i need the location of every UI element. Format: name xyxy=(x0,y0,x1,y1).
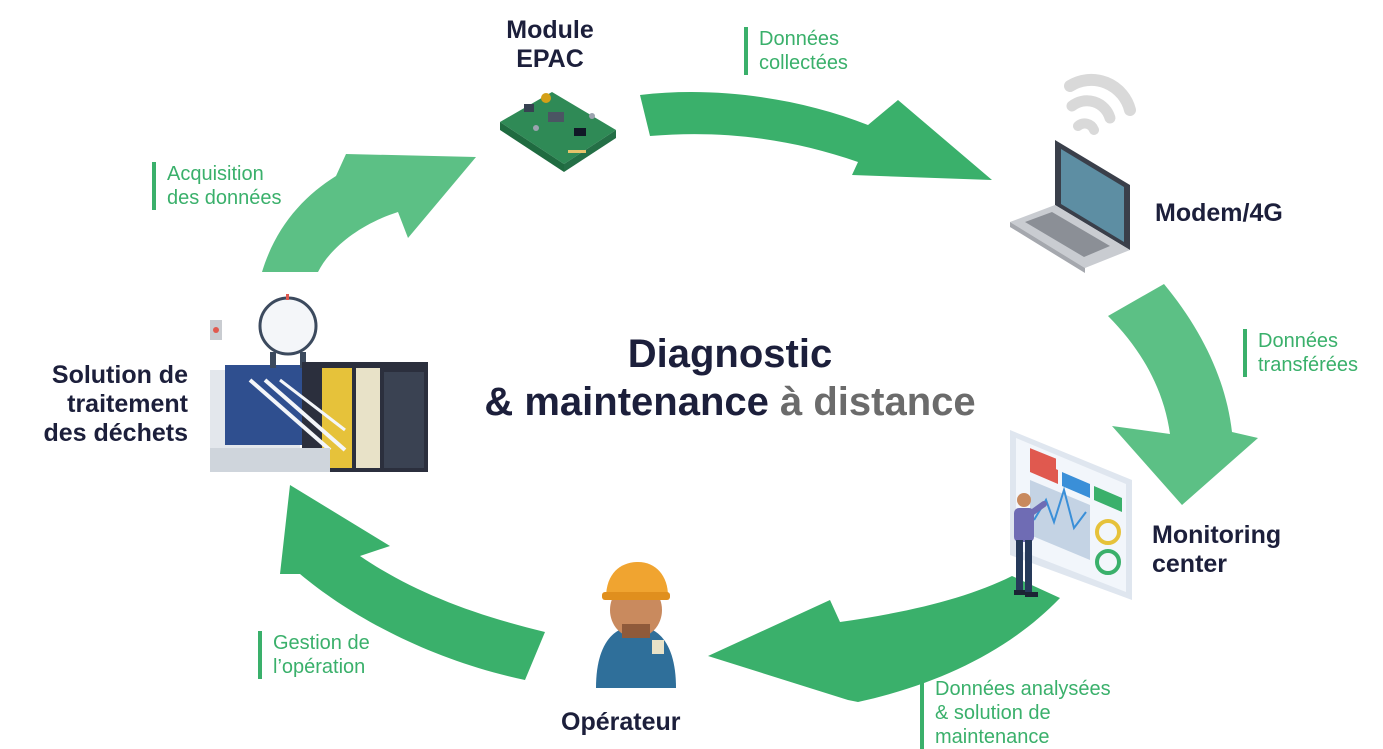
node-label-line: Module xyxy=(506,16,594,44)
arrow-acquisition xyxy=(262,154,476,272)
node-label-waste: Solution de traitement des déchets xyxy=(10,361,188,448)
step-label-line: Gestion de xyxy=(273,632,370,654)
title-accent-text: à distance xyxy=(780,380,976,424)
title-line-1: Diagnostic xyxy=(627,332,833,376)
node-label-epac: Module EPAC xyxy=(488,16,612,74)
node-label-monitoring: Monitoring center xyxy=(1152,521,1281,579)
step-label-line: Données analysées xyxy=(935,678,1111,700)
step-label-line: l’opération xyxy=(273,656,366,678)
node-label-line: des déchets xyxy=(43,419,188,447)
arrow-management xyxy=(280,485,545,680)
step-label-transferred: Données transférées xyxy=(1243,329,1358,377)
step-label-line: des données xyxy=(167,187,282,209)
node-label-line: EPAC xyxy=(516,45,584,73)
arrow-analysed xyxy=(708,576,1060,702)
node-label-line: Monitoring xyxy=(1152,521,1282,549)
dashboard-screen-icon xyxy=(1010,430,1132,600)
step-label-line: maintenance xyxy=(935,726,1050,748)
node-label-line: traitement xyxy=(67,390,188,418)
step-label-line: collectées xyxy=(759,52,848,74)
industrial-plant-icon xyxy=(210,294,428,472)
step-label-line: Acquisition xyxy=(167,163,264,185)
step-label-management: Gestion de l’opération xyxy=(258,631,370,679)
arrow-transferred xyxy=(1108,284,1258,505)
step-label-line: & solution de xyxy=(935,702,1051,724)
node-label-line: Opérateur xyxy=(561,708,681,736)
step-label-analysed: Données analysées & solution de maintena… xyxy=(920,677,1111,749)
title-main-text: & maintenance xyxy=(484,380,769,424)
node-label-line: center xyxy=(1152,550,1228,578)
node-label-modem: Modem/4G xyxy=(1155,199,1283,228)
step-label-line: transférées xyxy=(1258,354,1359,376)
title-line-2: & maintenance à distance xyxy=(420,378,1040,426)
step-label-line: Données xyxy=(1258,330,1339,352)
step-label-acquisition: Acquisition des données xyxy=(152,162,282,210)
step-label-line: Données xyxy=(759,28,840,50)
node-label-line: Solution de xyxy=(51,361,188,389)
diagram-title: Diagnostic & maintenance à distance xyxy=(420,330,1040,426)
worker-helmet-icon xyxy=(596,562,676,688)
circuit-board-icon xyxy=(500,92,616,172)
node-label-line: Modem/4G xyxy=(1155,199,1283,227)
step-label-collected: Données collectées xyxy=(744,27,848,75)
arrow-collected xyxy=(640,92,992,180)
node-label-operator: Opérateur xyxy=(561,708,680,737)
laptop-wifi-icon xyxy=(1010,73,1136,273)
